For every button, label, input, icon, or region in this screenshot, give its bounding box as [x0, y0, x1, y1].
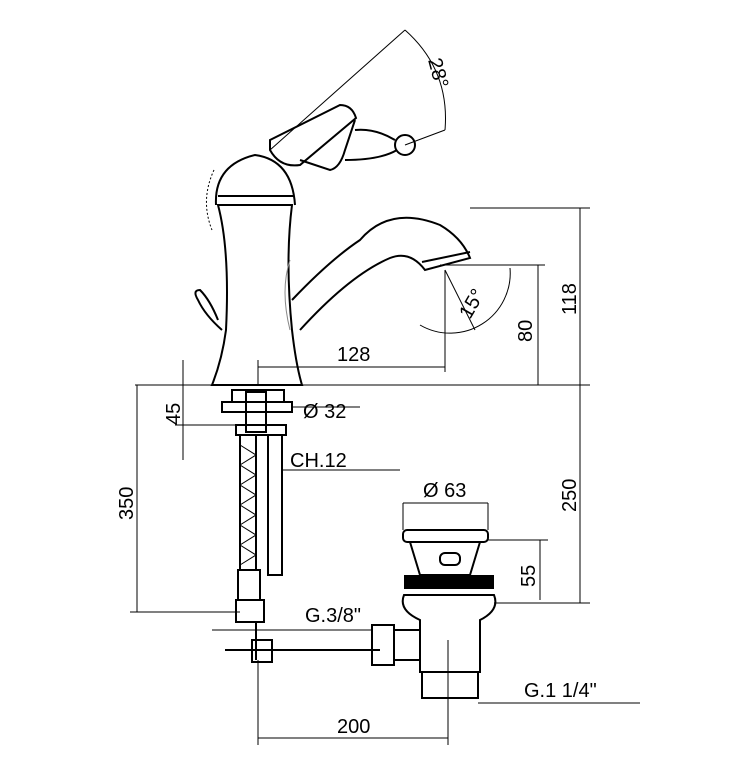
- hose-length-label: 350: [116, 487, 138, 520]
- base-thickness-label: 45: [163, 403, 185, 425]
- hole-diameter-label: Ø 32: [303, 401, 346, 423]
- lever-handle: [269, 103, 416, 172]
- spout-angle-label: 15°: [455, 285, 489, 322]
- dimension-lines: [130, 29, 640, 745]
- waste-height-label: 55: [518, 565, 540, 587]
- pop-up-waste: [393, 529, 497, 699]
- faucet-body: [194, 153, 472, 386]
- rod-length-label: 200: [337, 716, 370, 738]
- spout-reach-label: 128: [337, 344, 370, 366]
- hose-thread-label: G.3/8": [305, 605, 361, 627]
- waste-thread-label: G.1 1/4": [524, 680, 597, 702]
- lever-angle-label: 28°: [423, 56, 452, 91]
- nut-size-label: CH.12: [290, 450, 347, 472]
- waste-diameter-label: Ø 63: [423, 480, 466, 502]
- spout-height-label: 80: [515, 320, 537, 342]
- waste-depth-label: 250: [559, 479, 581, 512]
- total-height-label: 118: [559, 283, 581, 315]
